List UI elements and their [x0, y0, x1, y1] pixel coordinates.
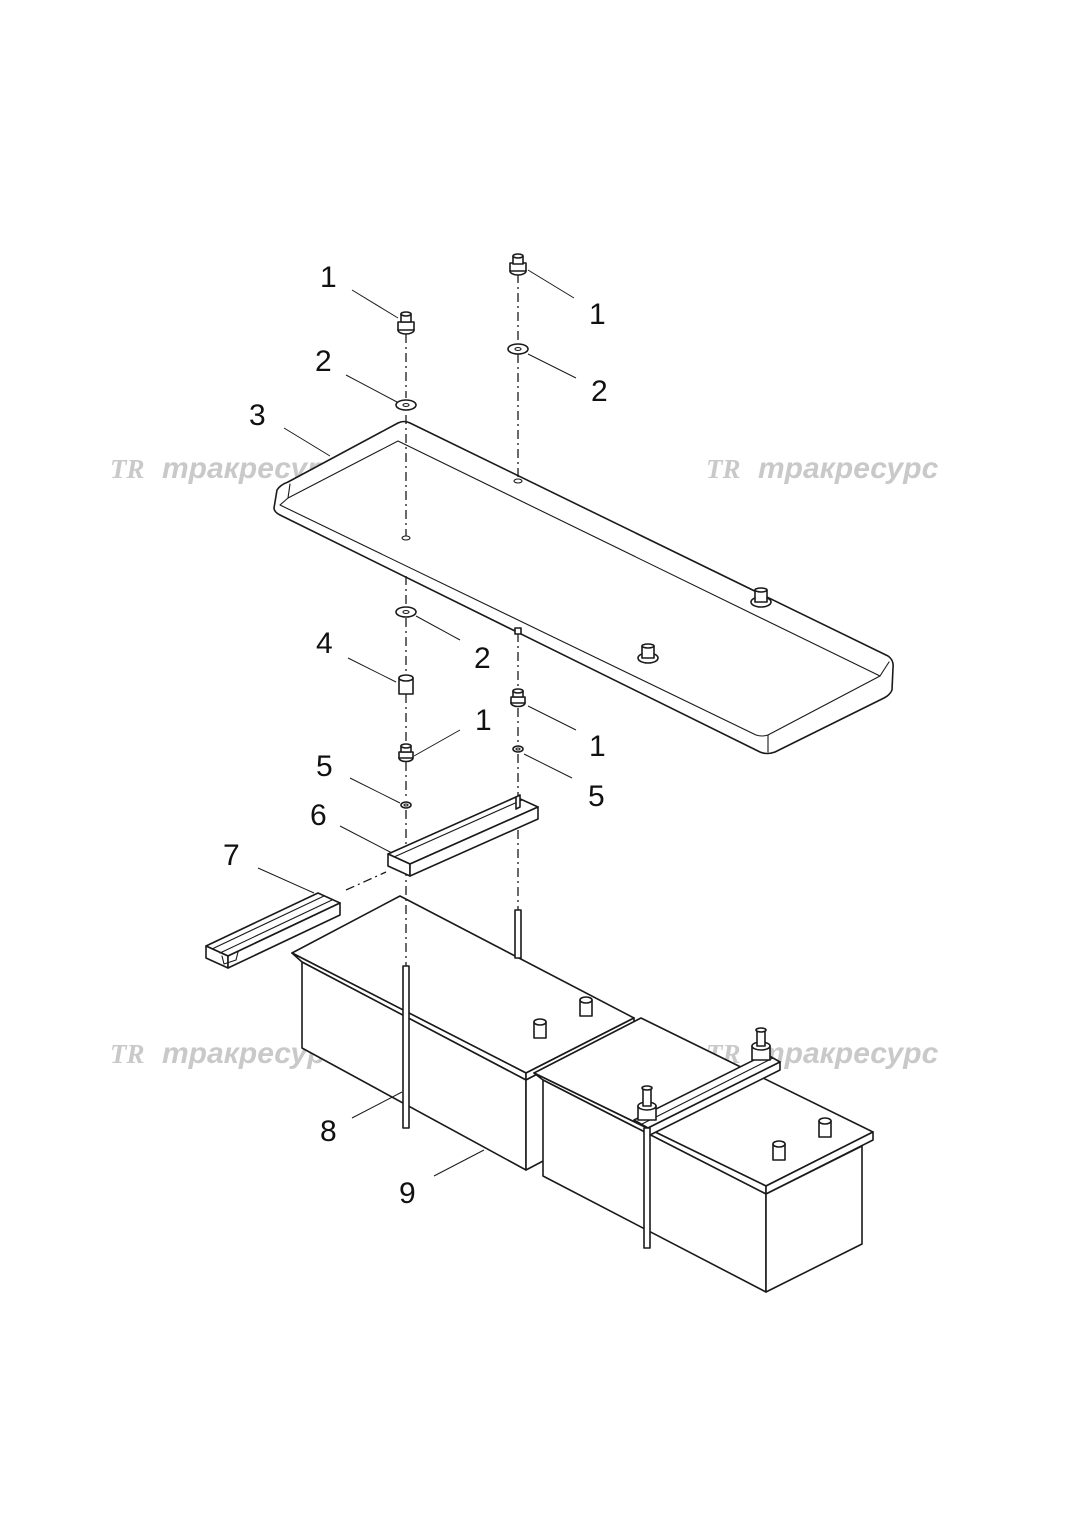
assembled-clamp: [633, 1027, 781, 1249]
lock-washer-part-5: [400, 801, 412, 809]
washer-part-2: [395, 399, 417, 411]
callout-2: 2: [474, 642, 491, 675]
watermark-logo: TR: [110, 454, 145, 484]
clamp-bracket-part-6: [387, 794, 539, 877]
rail-part-7: [205, 892, 341, 969]
battery-cover-lid: [273, 420, 894, 755]
tie-rod-part-8: [402, 965, 410, 1129]
watermark-logo: TR: [110, 1039, 145, 1069]
tie-rod-part-8: [514, 909, 522, 959]
callout-3: 3: [249, 399, 266, 432]
watermark-top-right: TR тракресурс: [706, 452, 939, 485]
callout-2: 2: [591, 375, 608, 408]
callout-1: 1: [320, 261, 337, 294]
terminal-post: [533, 1018, 547, 1039]
callout-5: 5: [588, 780, 605, 813]
lid-fastener: [637, 643, 659, 664]
stud-top-part: [514, 627, 522, 635]
battery-left: [291, 895, 635, 1171]
leader-lines: [257, 269, 577, 1177]
nut-part-1: [398, 743, 414, 763]
callout-8: 8: [320, 1115, 337, 1148]
watermark-logo: TR: [706, 454, 741, 484]
callout-4: 4: [316, 627, 333, 660]
callout-5: 5: [316, 750, 333, 783]
nut-part-1: [397, 311, 415, 335]
spacer-part-4: [398, 674, 414, 695]
lid-fastener: [750, 587, 772, 608]
callout-6: 6: [310, 799, 327, 832]
callout-labels: 1 1 2 2 3 2 4 1 1 5 5 6 7 8 9: [223, 261, 608, 1210]
clamp-nut: [751, 1027, 771, 1061]
watermark-text: тракресурс: [758, 452, 939, 485]
terminal-post: [818, 1117, 832, 1138]
callout-1: 1: [589, 298, 606, 331]
watermark-text: тракресурс: [758, 1037, 939, 1070]
terminal-post: [772, 1140, 786, 1161]
assembly-center-lines: [345, 274, 519, 966]
lock-washer-part-5: [512, 745, 524, 753]
washer-part-2: [395, 606, 417, 618]
callout-9: 9: [399, 1177, 416, 1210]
watermark-bottom-right: TR тракресурс: [706, 1037, 939, 1070]
callout-7: 7: [223, 839, 240, 872]
terminal-post: [579, 996, 593, 1017]
nut-part-1: [510, 688, 526, 708]
washer-part-2: [507, 343, 529, 355]
callout-2: 2: [315, 345, 332, 378]
clamp-nut: [637, 1085, 657, 1121]
callout-1: 1: [475, 704, 492, 737]
nut-part-1: [509, 253, 527, 276]
callout-1: 1: [589, 730, 606, 763]
